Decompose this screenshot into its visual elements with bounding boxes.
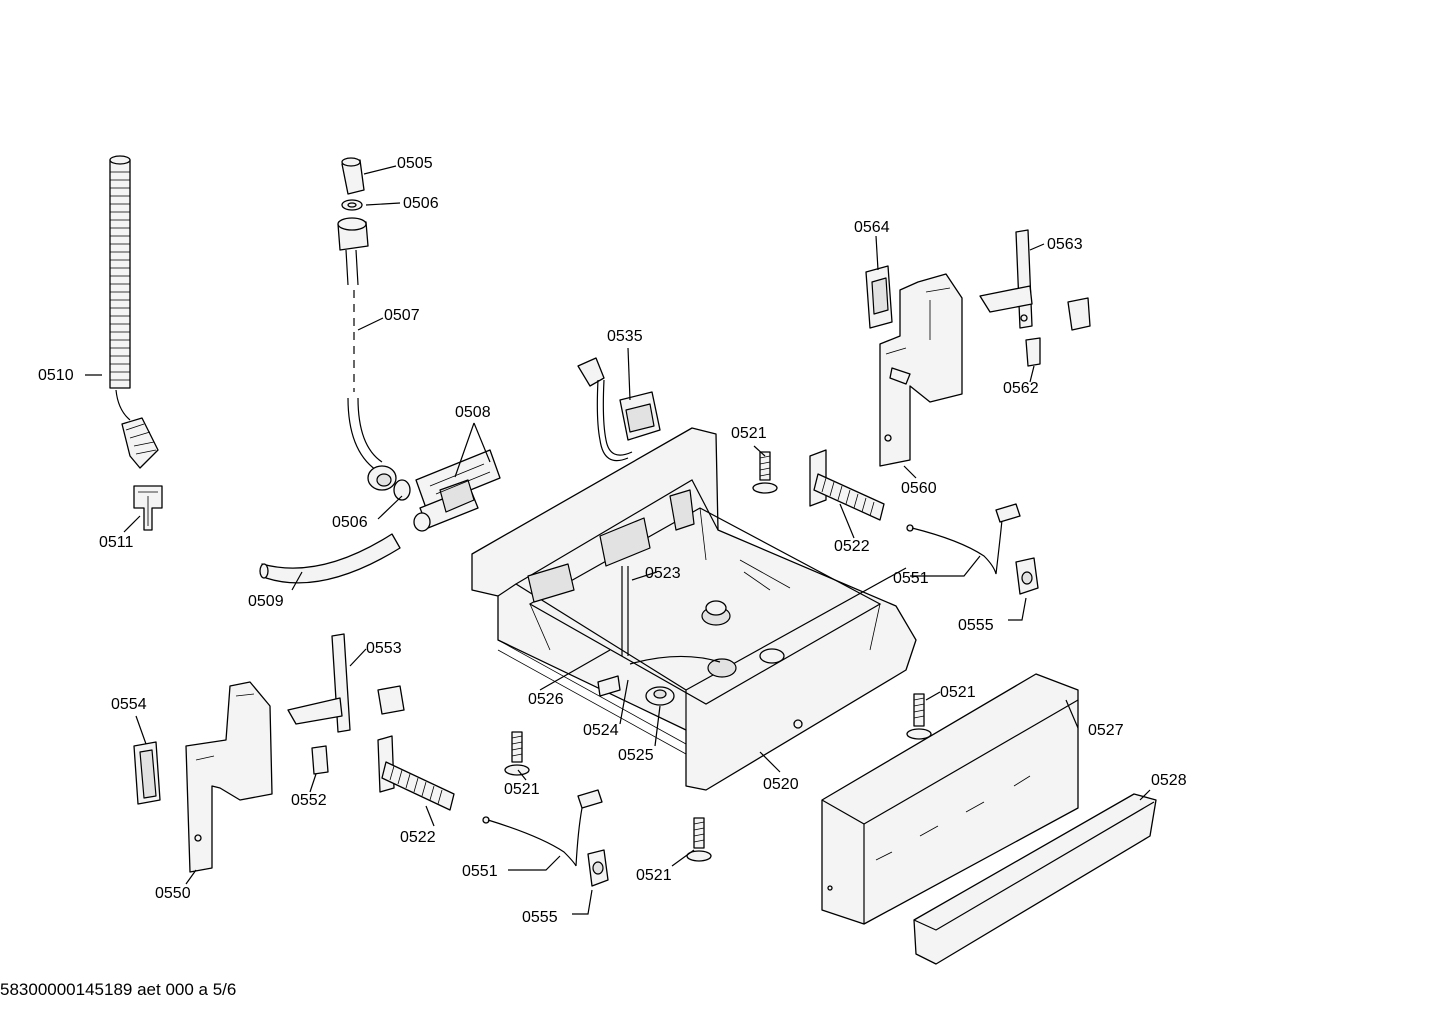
callout-0522-left: 0522 [400,829,436,846]
callout-0521-d: 0521 [636,867,672,884]
part-0522-spring-right [809,449,885,521]
callout-0526: 0526 [528,691,564,708]
part-0510-drain-hose [109,155,159,469]
callout-0507: 0507 [384,307,420,324]
callout-0505: 0505 [397,155,433,172]
part-0553-bracket [287,633,405,733]
part-0560-bracket [879,273,963,467]
part-0509-hose [259,533,401,584]
part-0564-clip [865,265,893,329]
callout-0527: 0527 [1088,722,1124,739]
part-0551-sensor-cable-right [906,503,1021,575]
callout-0523: 0523 [645,565,681,582]
part-0528-kick-trim [913,793,1157,965]
callout-0551-right: 0551 [893,570,929,587]
callout-0522-right: 0522 [834,538,870,555]
callout-0553: 0553 [366,640,402,657]
callout-0555-right: 0555 [958,617,994,634]
part-0521-screw-c [504,731,530,776]
part-0506-washer-top [341,199,363,211]
callout-0509: 0509 [248,593,284,610]
callout-labels: 0505 0506 0507 0508 0506 0509 0510 0511 … [38,155,1187,926]
callout-0521-a: 0521 [731,425,767,442]
part-0563-bracket [979,229,1033,329]
part-0511-hose-clip [133,485,163,531]
leader-lines [85,165,1151,915]
part-0555-sensor-right [1015,557,1039,595]
part-0563-clip [1067,297,1091,331]
part-0552-clip [311,745,329,775]
part-0507-inlet-hose [337,217,397,491]
callout-0560: 0560 [901,480,937,497]
callout-0562: 0562 [1003,380,1039,397]
part-0527-kick-panel [821,673,1079,925]
callout-0528: 0528 [1151,772,1187,789]
part-0522-spring-left [377,735,455,811]
callout-0510: 0510 [38,367,74,384]
part-0535-wiring-harness [577,357,661,462]
part-0520-base-tub [471,427,917,791]
callout-0521-b: 0521 [940,684,976,701]
callout-0511: 0511 [99,534,134,551]
callout-0520: 0520 [763,776,799,793]
callout-0506-bottom: 0506 [332,514,368,531]
callout-0550: 0550 [155,885,191,902]
part-0521-screw-b [906,693,932,740]
part-0554-cover [133,741,161,805]
part-0550-bracket [185,681,273,873]
drawing-code: 58300000145189 aet 000 a 5/6 [0,980,237,999]
part-0551-sensor-cable-left [482,789,603,867]
part-0562-clip [1025,337,1041,367]
part-0508-valve-assembly [413,449,501,532]
callout-0506-top: 0506 [403,195,439,212]
part-0555-sensor-left [587,849,609,887]
callout-0535: 0535 [607,328,643,345]
callout-0564: 0564 [854,219,890,236]
callout-0551-left: 0551 [462,863,498,880]
callout-0563: 0563 [1047,236,1083,253]
part-0505-cap [341,157,365,195]
part-0521-screw-d [686,817,712,862]
callout-0554: 0554 [111,696,147,713]
part-0506-washer-bottom [393,479,411,501]
callout-0524: 0524 [583,722,619,739]
callout-0552: 0552 [291,792,327,809]
part-0521-screw-a [752,451,778,494]
callout-0555-left: 0555 [522,909,558,926]
callout-0508: 0508 [455,404,491,421]
callout-0521-c: 0521 [504,781,540,798]
callout-0525: 0525 [618,747,654,764]
